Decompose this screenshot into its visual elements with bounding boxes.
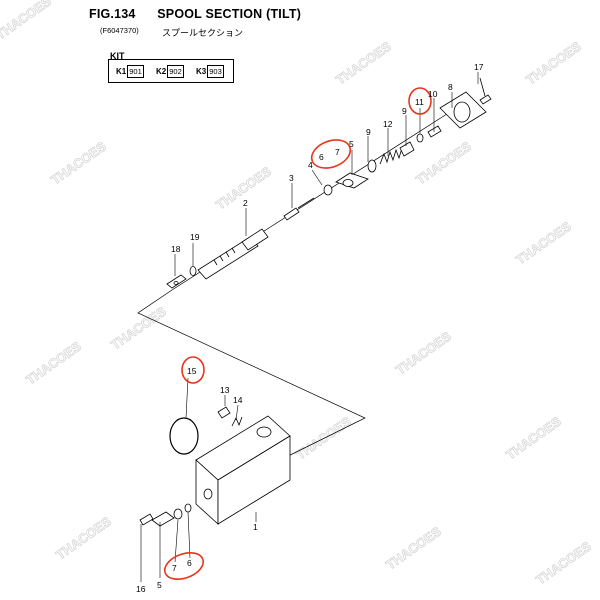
part-16-bolt bbox=[139, 513, 154, 526]
part-18-hole bbox=[173, 281, 179, 285]
callout-9a: 9 bbox=[366, 127, 371, 137]
watermark: THACOES bbox=[293, 414, 354, 463]
highlight-11 bbox=[408, 87, 432, 115]
callout-15: 15 bbox=[187, 366, 197, 376]
callout-12: 12 bbox=[383, 119, 393, 129]
leader-15 bbox=[185, 377, 189, 419]
part-15-oring bbox=[169, 417, 199, 455]
part-3-thread bbox=[297, 197, 315, 209]
figure-code: (F6047370) bbox=[100, 26, 139, 35]
watermark: THACOES bbox=[533, 539, 594, 588]
valve-body-assembly bbox=[139, 406, 291, 527]
watermark: THACOES bbox=[0, 0, 54, 42]
part-17-bolt bbox=[479, 94, 492, 105]
kit-value: 903 bbox=[207, 65, 224, 78]
part-1-port-top bbox=[256, 426, 272, 438]
callout-18: 18 bbox=[171, 244, 181, 254]
callout-17: 17 bbox=[474, 62, 484, 72]
watermark: THACOES bbox=[108, 304, 169, 353]
callout-2: 2 bbox=[243, 198, 248, 208]
part-8-bore bbox=[453, 101, 471, 123]
part-13-plug bbox=[217, 406, 231, 419]
callout-8: 8 bbox=[448, 82, 453, 92]
kit-key: K2 bbox=[156, 67, 167, 76]
callout-14: 14 bbox=[233, 395, 243, 405]
part-17-leader bbox=[479, 77, 486, 97]
watermark: THACOES bbox=[333, 39, 394, 88]
part-9-washer bbox=[367, 159, 377, 173]
part-4-seal bbox=[323, 184, 333, 196]
part-6-ring-lower bbox=[173, 508, 183, 520]
spool-assembly bbox=[166, 77, 492, 289]
part-10-ring bbox=[416, 133, 424, 143]
callout-7-top: 7 bbox=[335, 147, 340, 157]
part-5-bore bbox=[342, 179, 354, 187]
part-9b-seat bbox=[399, 141, 415, 157]
part-11-bolt bbox=[427, 125, 442, 138]
kit-key: K3 bbox=[196, 67, 207, 76]
callout-1: 1 bbox=[253, 522, 258, 532]
figure-japanese-title: スプールセクション bbox=[162, 28, 244, 38]
kit-value: 902 bbox=[167, 65, 184, 78]
highlight-15 bbox=[181, 356, 205, 384]
callout-16: 16 bbox=[136, 584, 146, 594]
kit-value: 901 bbox=[127, 65, 144, 78]
part-7-ring-lower bbox=[184, 503, 192, 513]
callout-11: 11 bbox=[415, 97, 424, 107]
watermark: THACOES bbox=[23, 339, 84, 388]
callout-9b: 9 bbox=[402, 106, 407, 116]
watermark: THACOES bbox=[48, 139, 109, 188]
callout-numbers: 17 8 10 11 9 12 9 5 7 6 4 3 2 19 18 15 1… bbox=[136, 62, 484, 594]
watermark: THACOES bbox=[513, 219, 574, 268]
callout-6-bottom: 6 bbox=[187, 558, 192, 568]
callout-5-bottom: 5 bbox=[157, 580, 162, 590]
part-2-spool-grooves bbox=[213, 247, 236, 266]
watermark: THACOES bbox=[523, 39, 584, 88]
leader-6-bot bbox=[174, 519, 179, 563]
leader-7-bot bbox=[187, 511, 191, 559]
watermark: THACOES bbox=[383, 524, 444, 573]
figure-number: FIG.134 bbox=[89, 7, 136, 21]
assembly-lines bbox=[137, 111, 451, 471]
part-1-port-side bbox=[203, 488, 213, 500]
callout-4: 4 bbox=[308, 160, 313, 170]
part-14-spring bbox=[231, 416, 243, 427]
highlight-6-7-bottom bbox=[163, 552, 205, 580]
leader-4 bbox=[311, 169, 323, 186]
leader-14 bbox=[235, 404, 239, 421]
callout-7-bottom: 7 bbox=[172, 563, 177, 573]
part-19-ring bbox=[189, 266, 197, 276]
part-2-spool-end bbox=[241, 228, 269, 251]
figure-section-name: SPOOL SECTION (TILT) bbox=[157, 7, 302, 21]
leader-lines bbox=[140, 72, 479, 582]
part-2-spool-body bbox=[197, 236, 259, 280]
watermark: THACOES bbox=[413, 139, 474, 188]
kit-label: KIT bbox=[110, 51, 125, 61]
part-3-screw bbox=[283, 207, 300, 221]
watermark: THACOES bbox=[393, 329, 454, 378]
callout-13: 13 bbox=[220, 385, 230, 395]
kit-key: K1 bbox=[116, 67, 127, 76]
figure-title: FIG.134 SPOOL SECTION (TILT) bbox=[89, 7, 301, 21]
callout-3: 3 bbox=[289, 173, 294, 183]
highlight-6-7-top bbox=[310, 139, 352, 169]
watermark: THACOES bbox=[53, 514, 114, 563]
callout-6-top: 6 bbox=[319, 152, 324, 162]
part-12-spring bbox=[379, 147, 403, 165]
watermark-layer: THACOES THACOES THACOES THACOES THACOES … bbox=[0, 0, 594, 588]
part-1-body-front bbox=[217, 435, 291, 525]
watermark: THACOES bbox=[503, 414, 564, 463]
callout-10: 10 bbox=[428, 89, 438, 99]
assembly-line-left bbox=[137, 289, 366, 471]
highlight-markers bbox=[163, 87, 432, 580]
callout-5-top: 5 bbox=[349, 139, 354, 149]
callout-19: 19 bbox=[190, 232, 200, 242]
part-5-flange-lower bbox=[151, 511, 175, 527]
